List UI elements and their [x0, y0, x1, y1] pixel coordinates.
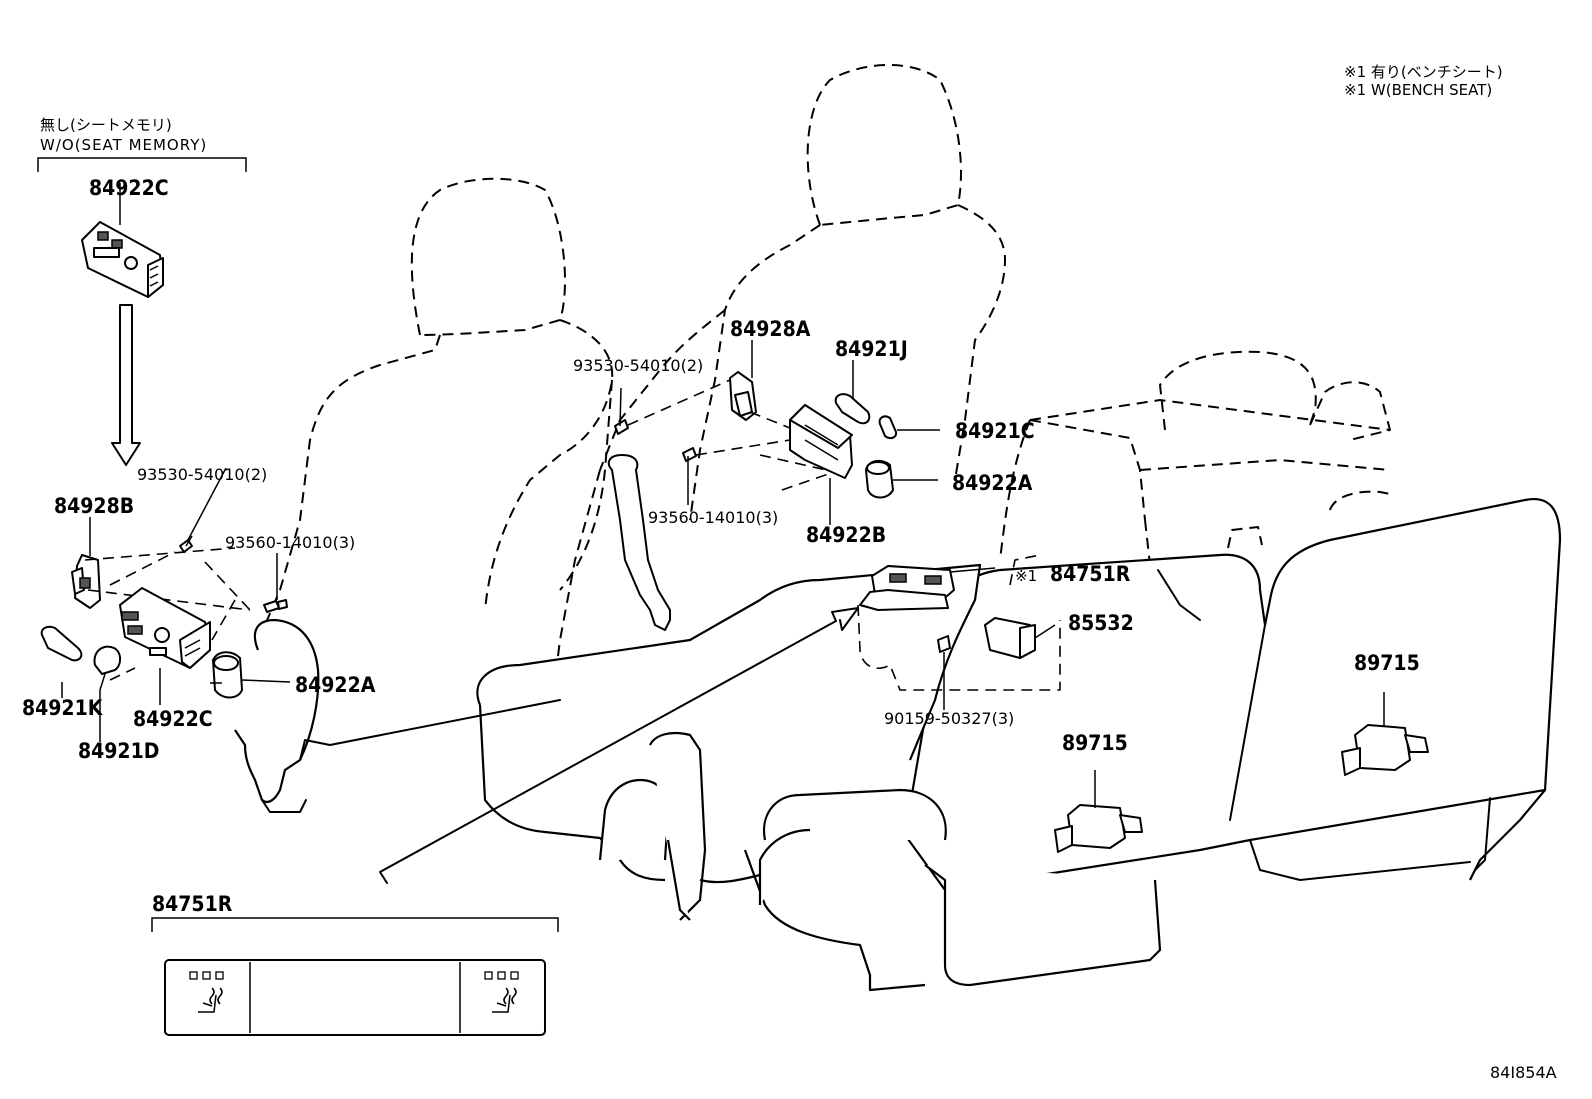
label-93530-left: 93530-54010(2) — [137, 465, 267, 484]
seat-heater-left-icon — [189, 971, 224, 1013]
left-guide-lines — [84, 547, 251, 681]
label-84921k: 84921K — [22, 696, 104, 720]
knob-84922a-center — [865, 459, 938, 499]
label-84928a: 84928A — [730, 317, 811, 341]
module-89715-center — [1054, 770, 1143, 853]
connector-85532 — [984, 617, 1056, 659]
label-84751r-detail: 84751R — [152, 892, 233, 916]
switch-84751r — [859, 565, 996, 611]
rear-bench-outline — [999, 350, 1396, 601]
bolt-93560-center — [682, 447, 697, 505]
bracket-84928a — [729, 340, 757, 421]
switch-panel-84751r-detail — [164, 959, 546, 1036]
screw-90159 — [937, 635, 951, 710]
label-84922a-left: 84922A — [295, 673, 376, 697]
label-84922b: 84922B — [806, 523, 886, 547]
detail-84751r-bracket — [151, 917, 559, 932]
center-guide-lines — [627, 379, 841, 491]
knob-84921k — [40, 625, 83, 662]
knob-84921d — [93, 645, 122, 742]
label-84921d: 84921D — [78, 739, 159, 763]
housing-84922b — [789, 404, 853, 525]
left-front-seat-outline — [264, 177, 614, 626]
seat-memory-bracket — [37, 157, 247, 172]
label-84921c: 84921C — [955, 419, 1035, 443]
rear-seat-back-panel — [903, 497, 1562, 987]
label-85532: 85532 — [1068, 611, 1134, 635]
bench-seat-note-en: ※1 W(BENCH SEAT) — [1344, 81, 1492, 99]
seat-heater-right-icon — [484, 971, 519, 1013]
label-84922c-top: 84922C — [89, 176, 169, 200]
rear-seat-cushion — [743, 788, 947, 992]
label-84922a-center: 84922A — [952, 471, 1033, 495]
bench-seat-note-jp: ※1 有り(ベンチシート) — [1344, 63, 1503, 81]
knob-84922a-left — [212, 651, 291, 699]
switch-area-guide — [1009, 554, 1041, 586]
cover-84921j — [834, 360, 871, 425]
bolt-93530-left — [179, 535, 193, 553]
left-leader-lines — [61, 183, 278, 705]
figure-id: 84I854A — [1490, 1063, 1557, 1082]
label-93560-center: 93560-14010(3) — [648, 508, 778, 527]
seat-belt-buckle — [607, 454, 671, 631]
switch-84922c-top — [81, 221, 164, 298]
clip-84921c — [878, 415, 940, 440]
bolt-93530-center — [614, 387, 629, 435]
bolt-93560-left — [263, 599, 288, 613]
label-90159: 90159-50327(3) — [884, 709, 1014, 728]
left-seat-frame — [234, 618, 561, 813]
detail-arrow — [379, 607, 859, 884]
bracket-84928b — [71, 554, 101, 609]
label-84751r: 84751R — [1050, 562, 1131, 586]
center-front-seat-outline — [554, 64, 1006, 681]
label-89715-center: 89715 — [1062, 731, 1128, 755]
replacement-arrow — [111, 304, 141, 466]
middle-seat-cushion — [476, 563, 982, 921]
label-93530-center: 93530-54010(2) — [573, 356, 703, 375]
seat-memory-note-en: W/O(SEAT MEMORY) — [40, 136, 207, 154]
switch-84922c-bottom — [119, 587, 211, 669]
label-84928b: 84928B — [54, 494, 134, 518]
label-84921j: 84921J — [835, 337, 908, 361]
label-89715-right: 89715 — [1354, 651, 1420, 675]
label-84922c-bottom: 84922C — [133, 707, 213, 731]
label-84751r-marker: ※1 — [1015, 567, 1037, 585]
seat-memory-note-jp: 無し(シートメモリ) — [40, 116, 172, 134]
label-93560-left: 93560-14010(3) — [225, 533, 355, 552]
module-89715-right — [1341, 692, 1429, 776]
